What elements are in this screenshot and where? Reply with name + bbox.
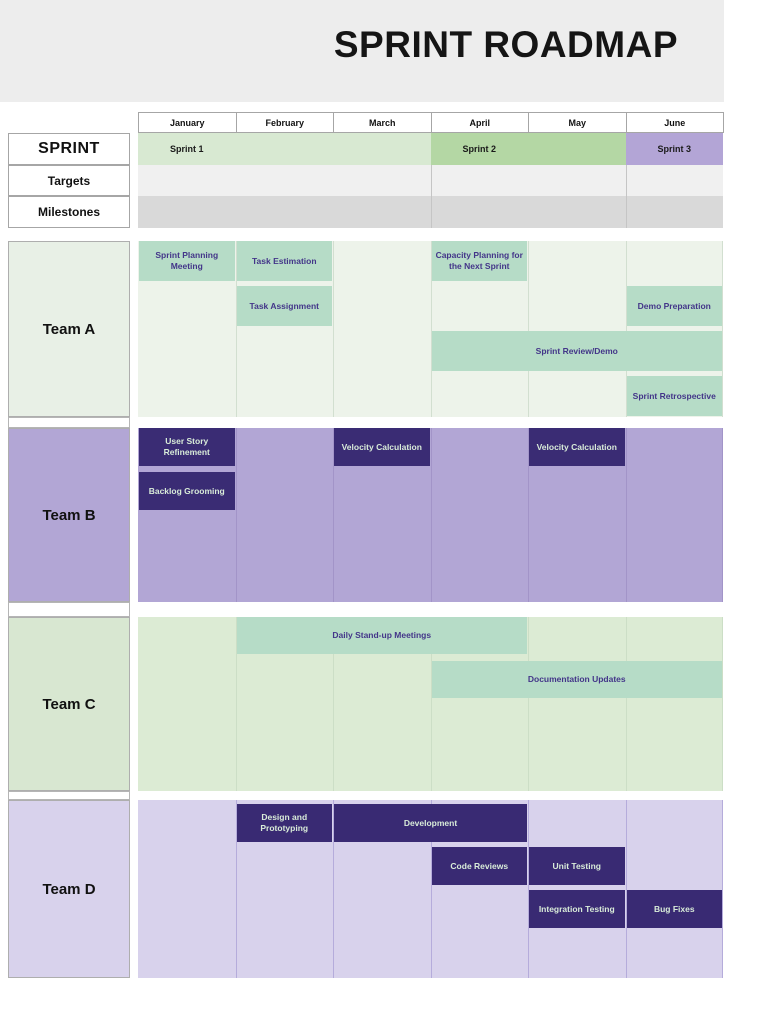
page-title: SPRINT ROADMAP <box>333 24 678 65</box>
task-task-assignment: Task Assignment <box>236 286 332 326</box>
sprint-bar-label: Sprint 1 <box>169 144 204 154</box>
month-header-february: February <box>235 112 334 133</box>
sprint-boundary-line <box>625 196 627 228</box>
task-integration-testing: Integration Testing <box>529 890 625 928</box>
task-demo-preparation: Demo Preparation <box>626 286 722 326</box>
month-grid-line <box>235 617 237 791</box>
header-band: SPRINT ROADMAP <box>0 0 724 102</box>
month-grid-line <box>235 428 237 602</box>
month-grid-line <box>235 241 237 417</box>
milestones-grid-row <box>138 196 723 228</box>
task-sprint-retrospective: Sprint Retrospective <box>626 376 722 416</box>
month-header-june: June <box>625 112 724 133</box>
month-grid-line <box>333 617 334 791</box>
task-task-estimation: Task Estimation <box>236 241 332 281</box>
month-grid-line <box>430 617 432 791</box>
month-grid-line <box>528 241 529 417</box>
team-spacer-cell <box>8 602 130 617</box>
sprint-bar-sprint-2: Sprint 2 <box>430 133 626 165</box>
task-sprint-review-demo: Sprint Review/Demo <box>431 331 722 371</box>
month-grid-line <box>430 800 432 978</box>
team-label-team-a: Team A <box>8 241 130 417</box>
task-sprint-planning-meeting: Sprint Planning Meeting <box>139 241 235 281</box>
team-label-team-c: Team C <box>8 617 130 791</box>
task-velocity-calculation: Velocity Calculation <box>529 428 625 466</box>
task-unit-testing: Unit Testing <box>529 847 625 885</box>
task-design-and-prototyping: Design and Prototyping <box>236 804 332 842</box>
month-grid-line <box>430 241 432 417</box>
task-velocity-calculation: Velocity Calculation <box>334 428 430 466</box>
month-header-january: January <box>138 112 237 133</box>
sprint-boundary-line <box>625 165 627 196</box>
month-grid-line <box>333 428 334 602</box>
task-backlog-grooming: Backlog Grooming <box>139 472 235 510</box>
sprint-bar-sprint-3: Sprint 3 <box>625 133 723 165</box>
sprint-boundary-line <box>430 165 432 196</box>
month-grid-line <box>625 241 627 417</box>
month-grid-line <box>333 800 334 978</box>
team-grid-team-b: User Story Refinement Velocity Calculatio… <box>138 428 723 602</box>
task-user-story-refinement: User Story Refinement <box>139 428 235 466</box>
month-grid-line <box>625 800 627 978</box>
month-grid-line <box>528 800 529 978</box>
task-daily-stand-up-meetings: Daily Stand-up Meetings <box>236 617 527 654</box>
sprint-bar-label: Sprint 2 <box>462 144 496 154</box>
task-bug-fixes: Bug Fixes <box>626 890 722 928</box>
row-header-milestones: Milestones <box>8 196 130 228</box>
team-label-team-d: Team D <box>8 800 130 978</box>
task-documentation-updates: Documentation Updates <box>431 661 722 698</box>
task-development: Development <box>334 804 527 842</box>
month-header-april: April <box>430 112 529 133</box>
month-grid-line <box>528 617 529 791</box>
month-header-may: May <box>528 112 627 133</box>
row-header-targets: Targets <box>8 165 130 196</box>
row-header-sprint: SPRINT <box>8 133 130 165</box>
sprint-bar-label: Sprint 3 <box>657 144 691 154</box>
month-grid-line <box>333 241 334 417</box>
month-grid-line <box>528 428 529 602</box>
month-grid-line <box>235 800 237 978</box>
task-capacity-planning-for-the-next-sprint: Capacity Planning for the Next Sprint <box>431 241 527 281</box>
month-grid-line <box>625 428 627 602</box>
sprint-boundary-line <box>430 196 432 228</box>
month-header-march: March <box>333 112 432 133</box>
sprint-bar-sprint-1: Sprint 1 <box>138 133 431 165</box>
month-grid-line <box>430 428 432 602</box>
month-grid-line <box>625 617 627 791</box>
task-code-reviews: Code Reviews <box>431 847 527 885</box>
team-label-team-b: Team B <box>8 428 130 602</box>
team-spacer-cell <box>8 417 130 428</box>
targets-grid-row <box>138 165 723 196</box>
team-spacer-cell <box>8 791 130 800</box>
